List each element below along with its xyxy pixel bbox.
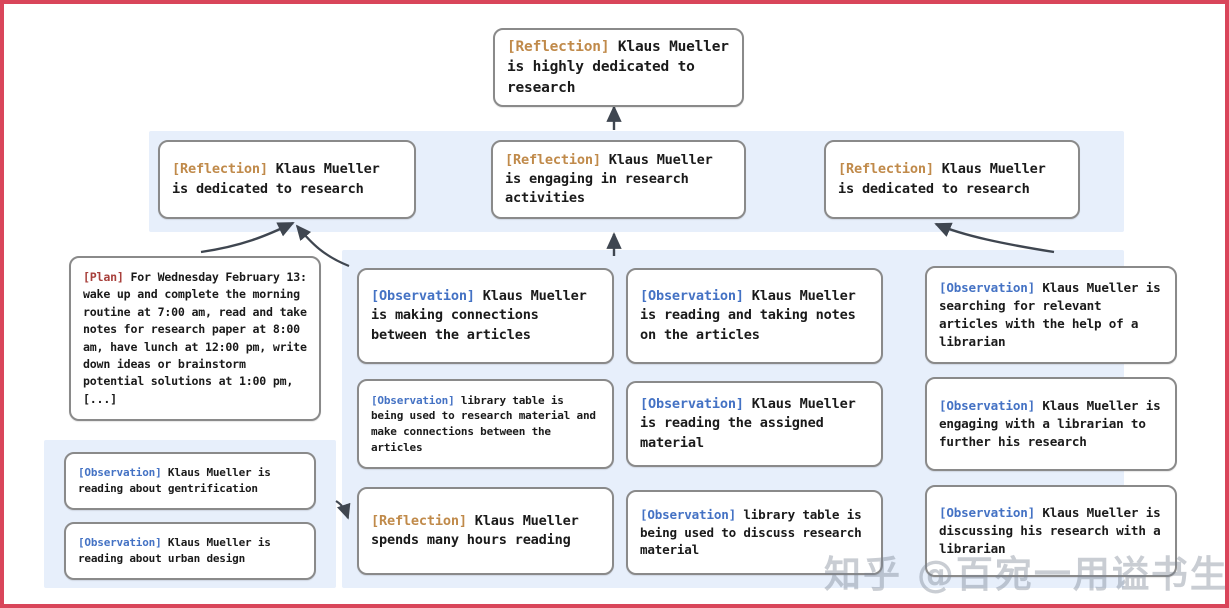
node-reflection-middle[interactable]: [Reflection] Klaus Mueller is engaging i… [491, 140, 746, 219]
node-tag: [Reflection] [505, 151, 601, 168]
node-col3-observation-3[interactable]: [Observation] Klaus Mueller is discussin… [925, 485, 1177, 577]
node-text: [Reflection] Klaus Mueller is dedicated … [160, 160, 414, 199]
node-body: Klaus Mueller is reading about urban des… [78, 536, 278, 565]
node-text: [Observation] Klaus Mueller is making co… [359, 287, 612, 345]
node-body: Klaus Mueller is engaging in research ac… [505, 151, 721, 207]
node-tag: [Reflection] [172, 161, 268, 178]
node-text: [Observation] library table is being use… [359, 393, 612, 455]
node-text: [Plan] For Wednesday February 13: wake u… [71, 269, 319, 408]
node-tag: [Plan] [83, 269, 124, 284]
node-body: Klaus Mueller is engaging with a librari… [939, 398, 1168, 449]
node-text: [Observation] Klaus Mueller is reading a… [66, 535, 314, 566]
node-left-observation-2[interactable]: [Observation] Klaus Mueller is reading a… [64, 522, 316, 580]
node-body: For Wednesday February 13: wake up and c… [83, 269, 314, 406]
node-body: Klaus Mueller is reading about gentrific… [78, 466, 278, 495]
node-tag: [Reflection] [507, 38, 610, 55]
node-text: [Reflection] Klaus Mueller spends many h… [359, 512, 612, 551]
node-body: Klaus Mueller is reading the assigned ma… [640, 396, 864, 451]
node-col2-observation-3[interactable]: [Observation] library table is being use… [626, 490, 883, 575]
node-text: [Observation] Klaus Mueller is discussin… [927, 504, 1175, 558]
node-text: [Reflection] Klaus Mueller is engaging i… [493, 151, 744, 209]
node-tag: [Reflection] [371, 512, 467, 529]
node-plan[interactable]: [Plan] For Wednesday February 13: wake u… [69, 256, 321, 421]
node-text: [Observation] Klaus Mueller is searching… [927, 279, 1175, 351]
node-reflection-left[interactable]: [Reflection] Klaus Mueller is dedicated … [158, 140, 416, 219]
node-body: Klaus Mueller spends many hours reading [371, 512, 587, 548]
node-tag: [Reflection] [838, 161, 934, 178]
node-col1-reflection[interactable]: [Reflection] Klaus Mueller spends many h… [357, 487, 614, 575]
node-text: [Observation] Klaus Mueller is reading a… [66, 465, 314, 496]
node-tag: [Observation] [939, 398, 1035, 414]
node-body: Klaus Mueller is dedicated to research [172, 161, 388, 197]
node-col2-observation-1[interactable]: [Observation] Klaus Mueller is reading a… [626, 268, 883, 364]
node-body: Klaus Mueller is searching for relevant … [939, 280, 1168, 349]
node-text: [Reflection] Klaus Mueller is highly ded… [495, 37, 742, 99]
node-tag: [Observation] [78, 536, 162, 550]
node-tag: [Observation] [640, 396, 744, 413]
node-tag: [Observation] [371, 393, 455, 407]
node-text: [Observation] library table is being use… [628, 506, 881, 560]
node-tag: [Observation] [640, 506, 736, 522]
node-text: [Observation] Klaus Mueller is reading a… [628, 287, 881, 345]
node-top-reflection[interactable]: [Reflection] Klaus Mueller is highly ded… [493, 28, 744, 107]
node-body: Klaus Mueller is reading and taking note… [640, 288, 864, 343]
node-tag: [Observation] [78, 466, 162, 480]
node-col1-observation-2[interactable]: [Observation] library table is being use… [357, 379, 614, 469]
node-body: library table is being used to discuss r… [640, 506, 869, 558]
node-body: Klaus Mueller is dedicated to research [838, 161, 1054, 197]
node-tag: [Observation] [371, 288, 475, 305]
node-tag: [Observation] [640, 288, 744, 305]
node-col3-observation-2[interactable]: [Observation] Klaus Mueller is engaging … [925, 377, 1177, 471]
node-col2-observation-2[interactable]: [Observation] Klaus Mueller is reading t… [626, 381, 883, 467]
node-body: Klaus Mueller is making connections betw… [371, 288, 595, 343]
node-text: [Reflection] Klaus Mueller is dedicated … [826, 160, 1078, 199]
node-body: Klaus Mueller is discussing his research… [939, 505, 1168, 556]
node-text: [Observation] Klaus Mueller is reading t… [628, 395, 881, 453]
node-body: Klaus Mueller is highly dedicated to res… [507, 38, 738, 96]
node-col3-observation-1[interactable]: [Observation] Klaus Mueller is searching… [925, 266, 1177, 364]
node-left-observation-1[interactable]: [Observation] Klaus Mueller is reading a… [64, 452, 316, 510]
node-tag: [Observation] [939, 280, 1035, 296]
node-tag: [Observation] [939, 505, 1035, 521]
node-reflection-right[interactable]: [Reflection] Klaus Mueller is dedicated … [824, 140, 1080, 219]
node-text: [Observation] Klaus Mueller is engaging … [927, 397, 1175, 451]
node-body: library table is being used to research … [371, 393, 603, 454]
node-col1-observation-1[interactable]: [Observation] Klaus Mueller is making co… [357, 268, 614, 364]
